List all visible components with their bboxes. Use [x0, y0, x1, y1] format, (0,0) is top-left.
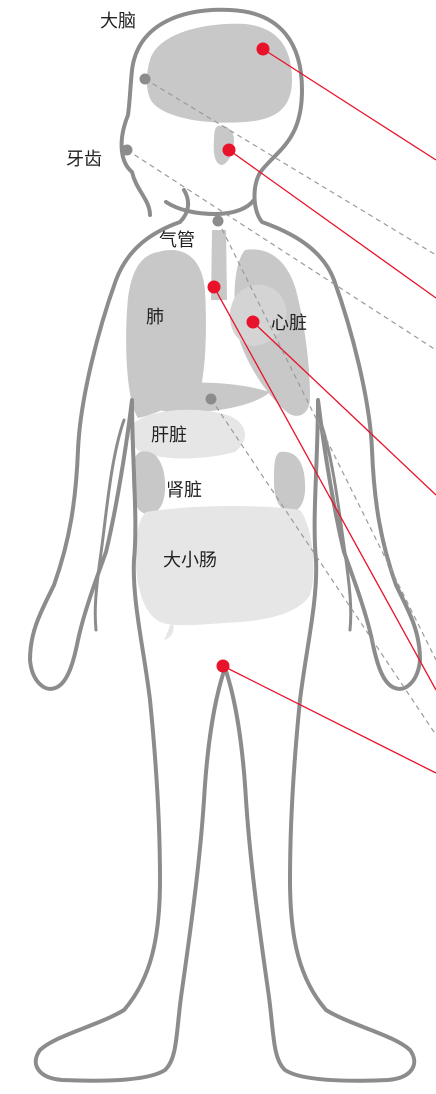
lung-leader-line	[214, 287, 436, 690]
groin-marker	[217, 660, 230, 673]
brain-marker	[257, 43, 270, 56]
label-heart: 心脏	[271, 315, 307, 333]
label-kidneys: 肾脏	[166, 482, 202, 500]
brain-organ	[147, 24, 292, 123]
lung-marker	[208, 281, 221, 294]
kidney-left-organ	[132, 451, 165, 514]
head-neck-inner-line	[166, 200, 254, 214]
label-trachea: 气管	[159, 232, 195, 250]
label-brain: 大脑	[100, 13, 136, 31]
label-lungs: 肺	[146, 309, 164, 327]
teeth-marker	[122, 145, 133, 156]
head-side-marker	[140, 74, 151, 85]
brain-leader-line	[263, 49, 436, 160]
label-teeth: 牙齿	[66, 151, 102, 169]
label-liver: 肝脏	[151, 427, 187, 445]
groin-leader-line	[223, 666, 436, 773]
left-arm-inner-line	[95, 420, 124, 630]
mouth-marker	[223, 144, 236, 157]
trachea-marker	[213, 216, 224, 227]
head-side-leader-line	[145, 79, 436, 255]
heart-marker	[247, 316, 260, 329]
kidney-right-organ	[274, 452, 305, 512]
label-intestines: 大小肠	[163, 552, 217, 570]
liver-marker	[206, 394, 217, 405]
liver-organ	[129, 410, 245, 459]
